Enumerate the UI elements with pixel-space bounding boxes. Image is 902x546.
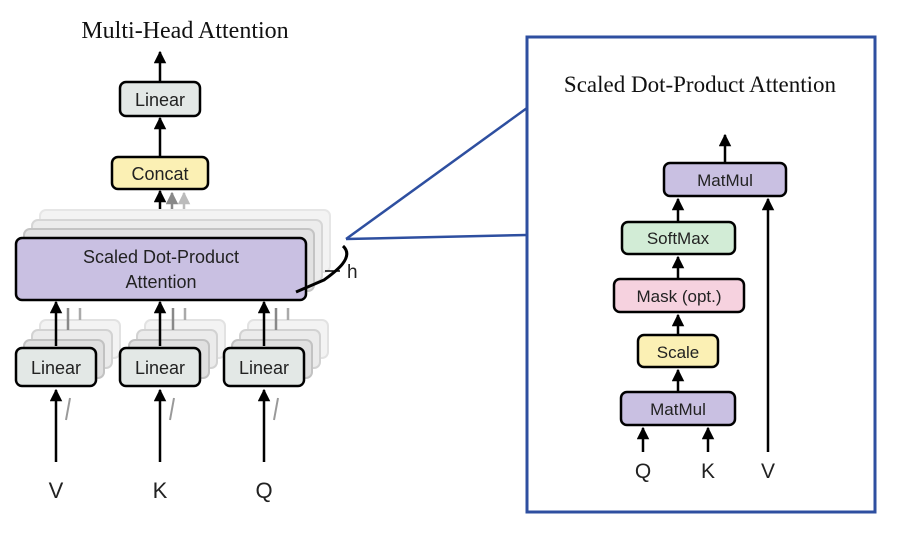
input-v-ghost [65,397,71,421]
input-k-ghost [169,397,175,421]
sdpa-box [14,236,308,302]
sdpa-input-k-label: K [701,460,715,483]
scale-label: Scale [657,343,700,362]
input-v-label: V [49,478,64,503]
sdpa-detail-frame [525,35,877,514]
input-q-ghost [273,397,279,421]
mask-box [612,277,746,314]
sdpa-label-line1: Scaled Dot-Product [83,247,239,267]
multi-head-title: Multi-Head Attention [81,18,288,44]
input-k-label: K [153,478,168,503]
head-count-brace [295,244,349,294]
linear-k-box [118,346,202,388]
sdpa-detail-title: Scaled Dot-Product Attention [564,72,837,97]
head-count-label: h [347,262,358,283]
linear-v-label: Linear [31,358,81,378]
linear-k-label: Linear [135,358,185,378]
matmul-bottom-box [619,390,737,427]
softmax-box [620,220,737,256]
linear-q-label: Linear [239,358,289,378]
concat-label: Concat [131,164,188,184]
matmul-top-label: MatMul [697,171,753,190]
mask-label: Mask (opt.) [636,287,721,306]
callout-line-bottom [345,233,528,241]
scale-box [636,333,720,369]
matmul-top-box [662,161,788,198]
callout-line-top [345,106,528,241]
input-q-label: Q [255,478,272,503]
linear-top-label: Linear [135,90,185,110]
concat-box [110,155,210,191]
sdpa-label-line2: Attention [125,272,196,292]
sdpa-input-q-label: Q [635,460,651,483]
softmax-label: SoftMax [647,229,710,248]
linear-q-box [222,346,306,388]
sdpa-input-v-label: V [761,460,775,483]
linear-v-box [14,346,98,388]
linear-top-box [118,80,202,118]
matmul-bottom-label: MatMul [650,400,706,419]
